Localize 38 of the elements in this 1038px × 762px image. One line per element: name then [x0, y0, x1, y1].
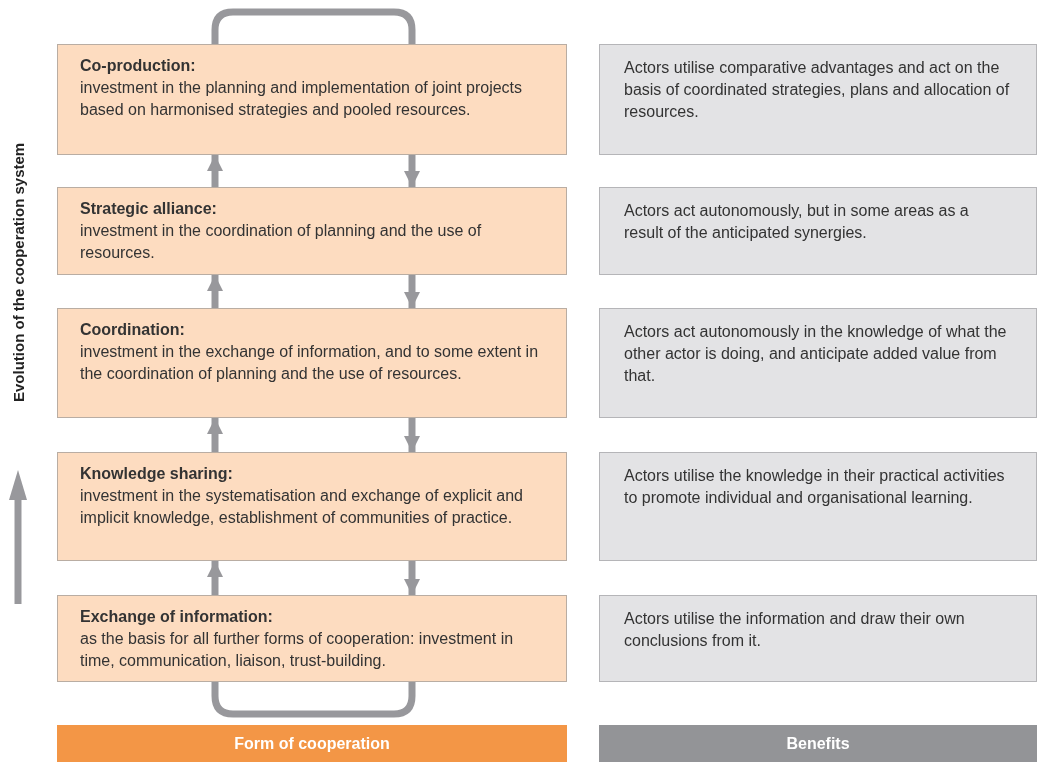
box-heading: Strategic alliance:: [80, 199, 218, 219]
description-text: Actors act autonomously, but in some areas as a result of the anticipated synergies.: [624, 201, 970, 243]
arrow: [404, 155, 420, 187]
arrow: [404, 418, 420, 452]
benefit-box: [599, 595, 1037, 682]
benefit-box: [599, 308, 1037, 418]
cooperation-box: [57, 308, 567, 418]
column-label: Form of cooperation: [234, 733, 390, 754]
benefit-box: [599, 187, 1037, 275]
box-heading: Exchange of information:: [80, 607, 274, 627]
description-text: Actors utilise the information and draw their own conclusions from it.: [624, 609, 966, 651]
arrow: [207, 275, 223, 308]
benefit-box: [599, 452, 1037, 561]
box-heading: Co-production:: [80, 56, 197, 76]
cooperation-box: [57, 452, 567, 561]
description-text: as the basis for all further forms of cooperation: investment in time, communication, liaison, trust-building.: [80, 629, 515, 671]
box-heading: Coordination:: [80, 320, 186, 340]
arrow: [404, 561, 420, 595]
benefit-box: [599, 44, 1037, 155]
axis-label: Evolution of the cooperation system: [9, 141, 28, 405]
description-text: Actors utilise comparative advantages and act on the basis of coordinated strategies, plans and allocation of resources.: [624, 58, 1011, 122]
arrow: [404, 275, 420, 308]
cooperation-box: [57, 187, 567, 275]
description-text: investment in the planning and implementation of joint projects based on harmonised strategies and pooled resources.: [80, 78, 524, 120]
column-label: Benefits: [786, 733, 850, 754]
arrow: [207, 561, 223, 595]
box-heading: Knowledge sharing:: [80, 464, 234, 484]
description-text: Actors act autonomously in the knowledge of what the other actor is doing, and anticipate added value from that.: [624, 322, 1008, 386]
arrow: [207, 418, 223, 452]
cooperation-box: [57, 595, 567, 682]
description-text: investment in the systematisation and exchange of explicit and implicit knowledge, establishment of communities of practice.: [80, 486, 524, 528]
cooperation-box: [57, 44, 567, 155]
description-text: investment in the exchange of information, and to some extent in the coordination of planning and the use of resources.: [80, 342, 540, 384]
arrow: [207, 155, 223, 187]
description-text: investment in the coordination of planning and the use of resources.: [80, 221, 483, 263]
description-text: Actors utilise the knowledge in their practical activities to promote individual and organisational learning.: [624, 466, 1006, 508]
column-footer-bar: [57, 725, 567, 762]
column-footer-bar: [599, 725, 1037, 762]
